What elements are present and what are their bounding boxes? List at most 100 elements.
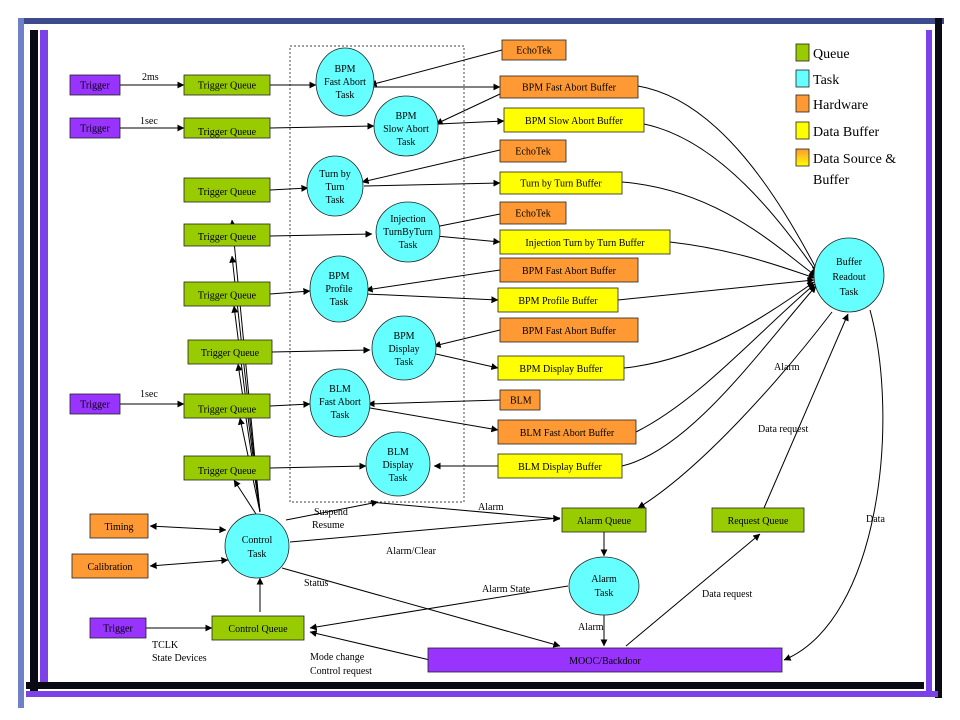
trigger-queue-8[interactable]: Trigger Queue xyxy=(183,455,271,481)
echotek-3-label: EchoTek xyxy=(515,209,550,220)
label-data-request-2: Data request xyxy=(702,589,752,600)
task-bpm-profile-l2: Profile xyxy=(325,284,353,295)
request-queue[interactable]: Request Queue xyxy=(711,507,805,533)
buffer-bpm-slow-abort-label: BPM Slow Abort Buffer xyxy=(525,116,624,127)
label-data-request-1: Data request xyxy=(758,424,808,435)
label-suspend: Suspend xyxy=(314,507,348,518)
control-queue[interactable]: Control Queue xyxy=(211,615,305,641)
echotek-1-label: EchoTek xyxy=(516,46,551,57)
trigger-2[interactable]: Trigger xyxy=(69,117,121,139)
echotek-2[interactable]: EchoTek xyxy=(499,139,567,163)
task-turn-by-turn-l3: Task xyxy=(326,195,345,206)
task-blm-fast-abort-l2: Fast Abort xyxy=(319,397,361,408)
task-injection-l1: Injection xyxy=(390,214,426,225)
buffer-blm-fast-abort[interactable]: BLM Fast Abort Buffer xyxy=(497,419,637,445)
buffer-bpm-profile[interactable]: BPM Profile Buffer xyxy=(497,287,619,313)
task-blm-fast-abort[interactable]: BLM Fast Abort Task xyxy=(309,368,371,438)
trigger-queue-3-label: Trigger Queue xyxy=(198,187,257,198)
task-bpm-fast-abort-l2: Fast Abort xyxy=(324,77,366,88)
buffer-blm-display[interactable]: BLM Display Buffer xyxy=(497,453,623,479)
trigger-queue-3[interactable]: Trigger Queue xyxy=(183,177,271,203)
legend-source-buffer-swatch xyxy=(795,148,810,167)
task-control-l1: Control xyxy=(242,535,273,546)
task-blm-display-l1: BLM xyxy=(387,447,409,458)
echotek-1[interactable]: EchoTek xyxy=(501,39,567,61)
legend-hardware-swatch xyxy=(795,94,810,113)
alarm-queue-label: Alarm Queue xyxy=(577,516,632,527)
task-bpm-fast-abort-l1: BPM xyxy=(334,64,355,75)
request-queue-label: Request Queue xyxy=(728,516,789,527)
task-buffer-readout-l3: Task xyxy=(840,287,859,298)
task-bpm-profile-l1: BPM xyxy=(328,271,349,282)
task-bpm-slow-abort[interactable]: BPM Slow Abort Task xyxy=(373,95,439,157)
echotek-3[interactable]: EchoTek xyxy=(499,201,567,225)
trigger-1[interactable]: Trigger xyxy=(69,74,121,96)
trigger-queue-7[interactable]: Trigger Queue xyxy=(183,393,271,419)
label-mode-change: Mode change xyxy=(310,652,365,663)
buffer-bpm-fast-abort-2-label: BPM Fast Abort Buffer xyxy=(522,266,617,277)
trigger-queue-7-label: Trigger Queue xyxy=(198,405,257,416)
buffer-bpm-fast-abort-2[interactable]: BPM Fast Abort Buffer xyxy=(499,257,639,283)
task-alarm-l2: Task xyxy=(595,588,614,599)
task-control-l2: Task xyxy=(248,549,267,560)
buffer-blm-display-label: BLM Display Buffer xyxy=(518,462,602,473)
task-bpm-display[interactable]: BPM Display Task xyxy=(371,315,437,381)
trigger-4-label: Trigger xyxy=(103,624,133,635)
label-rate-1sec-a: 1sec xyxy=(140,116,158,127)
legend-source-buffer-label-2: Buffer xyxy=(813,173,850,188)
trigger-2-label: Trigger xyxy=(80,124,110,135)
legend-task-label: Task xyxy=(813,73,839,88)
task-bpm-fast-abort[interactable]: BPM Fast Abort Task xyxy=(315,47,375,117)
mooc-backdoor[interactable]: MOOC/Backdoor xyxy=(427,647,783,673)
buffer-turn-by-turn[interactable]: Turn by Turn Buffer xyxy=(499,171,623,195)
buffer-bpm-profile-label: BPM Profile Buffer xyxy=(518,296,598,307)
task-injection[interactable]: Injection TurnByTurn Task xyxy=(375,201,441,263)
control-queue-label: Control Queue xyxy=(228,624,288,635)
trigger-4[interactable]: Trigger xyxy=(89,617,147,639)
buffer-injection[interactable]: Injection Turn by Turn Buffer xyxy=(499,229,671,255)
buffer-bpm-display-label: BPM Display Buffer xyxy=(519,364,603,375)
alarm-queue[interactable]: Alarm Queue xyxy=(561,507,647,533)
buffer-bpm-fast-abort-1[interactable]: BPM Fast Abort Buffer xyxy=(499,75,639,99)
task-bpm-profile[interactable]: BPM Profile Task xyxy=(309,255,369,323)
mooc-backdoor-label: MOOC/Backdoor xyxy=(569,656,641,667)
trigger-queue-2[interactable]: Trigger Queue xyxy=(183,117,271,139)
task-control[interactable]: Control Task xyxy=(224,513,290,579)
trigger-queue-5-label: Trigger Queue xyxy=(198,291,257,302)
buffer-bpm-fast-abort-1-label: BPM Fast Abort Buffer xyxy=(522,83,617,94)
label-control-request: Control request xyxy=(310,666,372,677)
trigger-queue-8-label: Trigger Queue xyxy=(198,466,257,477)
blm-hardware[interactable]: BLM xyxy=(499,389,541,411)
buffer-bpm-slow-abort[interactable]: BPM Slow Abort Buffer xyxy=(503,107,645,133)
trigger-queue-6[interactable]: Trigger Queue xyxy=(187,339,273,365)
task-buffer-readout[interactable]: Buffer Readout Task xyxy=(813,237,885,313)
task-alarm[interactable]: Alarm Task xyxy=(568,556,640,616)
buffer-bpm-display[interactable]: BPM Display Buffer xyxy=(497,355,625,381)
label-status: Status xyxy=(304,578,329,589)
timing-label: Timing xyxy=(104,522,133,533)
buffer-bpm-fast-abort-3[interactable]: BPM Fast Abort Buffer xyxy=(499,317,639,343)
task-bpm-display-l1: BPM xyxy=(393,331,414,342)
trigger-queue-1[interactable]: Trigger Queue xyxy=(183,74,271,96)
task-blm-display[interactable]: BLM Display Task xyxy=(365,431,431,497)
trigger-3[interactable]: Trigger xyxy=(69,393,121,415)
task-turn-by-turn[interactable]: Turn by Turn Task xyxy=(306,155,364,217)
trigger-queue-2-label: Trigger Queue xyxy=(198,127,257,138)
trigger-queue-5[interactable]: Trigger Queue xyxy=(183,281,271,307)
calibration-hardware[interactable]: Calibration xyxy=(71,553,149,579)
blm-hardware-label: BLM xyxy=(510,396,532,407)
timing-hardware[interactable]: Timing xyxy=(89,513,149,539)
calibration-label: Calibration xyxy=(88,562,133,573)
trigger-queue-4[interactable]: Trigger Queue xyxy=(183,223,271,247)
task-bpm-fast-abort-l3: Task xyxy=(336,90,355,101)
label-rate-1sec-b: 1sec xyxy=(140,389,158,400)
label-rate-2ms: 2ms xyxy=(142,72,159,83)
trigger-queue-6-label: Trigger Queue xyxy=(201,348,260,359)
label-resume: Resume xyxy=(312,520,345,531)
task-bpm-slow-abort-l2: Slow Abort xyxy=(383,124,429,135)
buffer-bpm-fast-abort-3-label: BPM Fast Abort Buffer xyxy=(522,326,617,337)
trigger-3-label: Trigger xyxy=(80,400,110,411)
task-buffer-readout-l2: Readout xyxy=(832,272,866,283)
legend-source-buffer-label-1: Data Source & xyxy=(813,152,896,167)
